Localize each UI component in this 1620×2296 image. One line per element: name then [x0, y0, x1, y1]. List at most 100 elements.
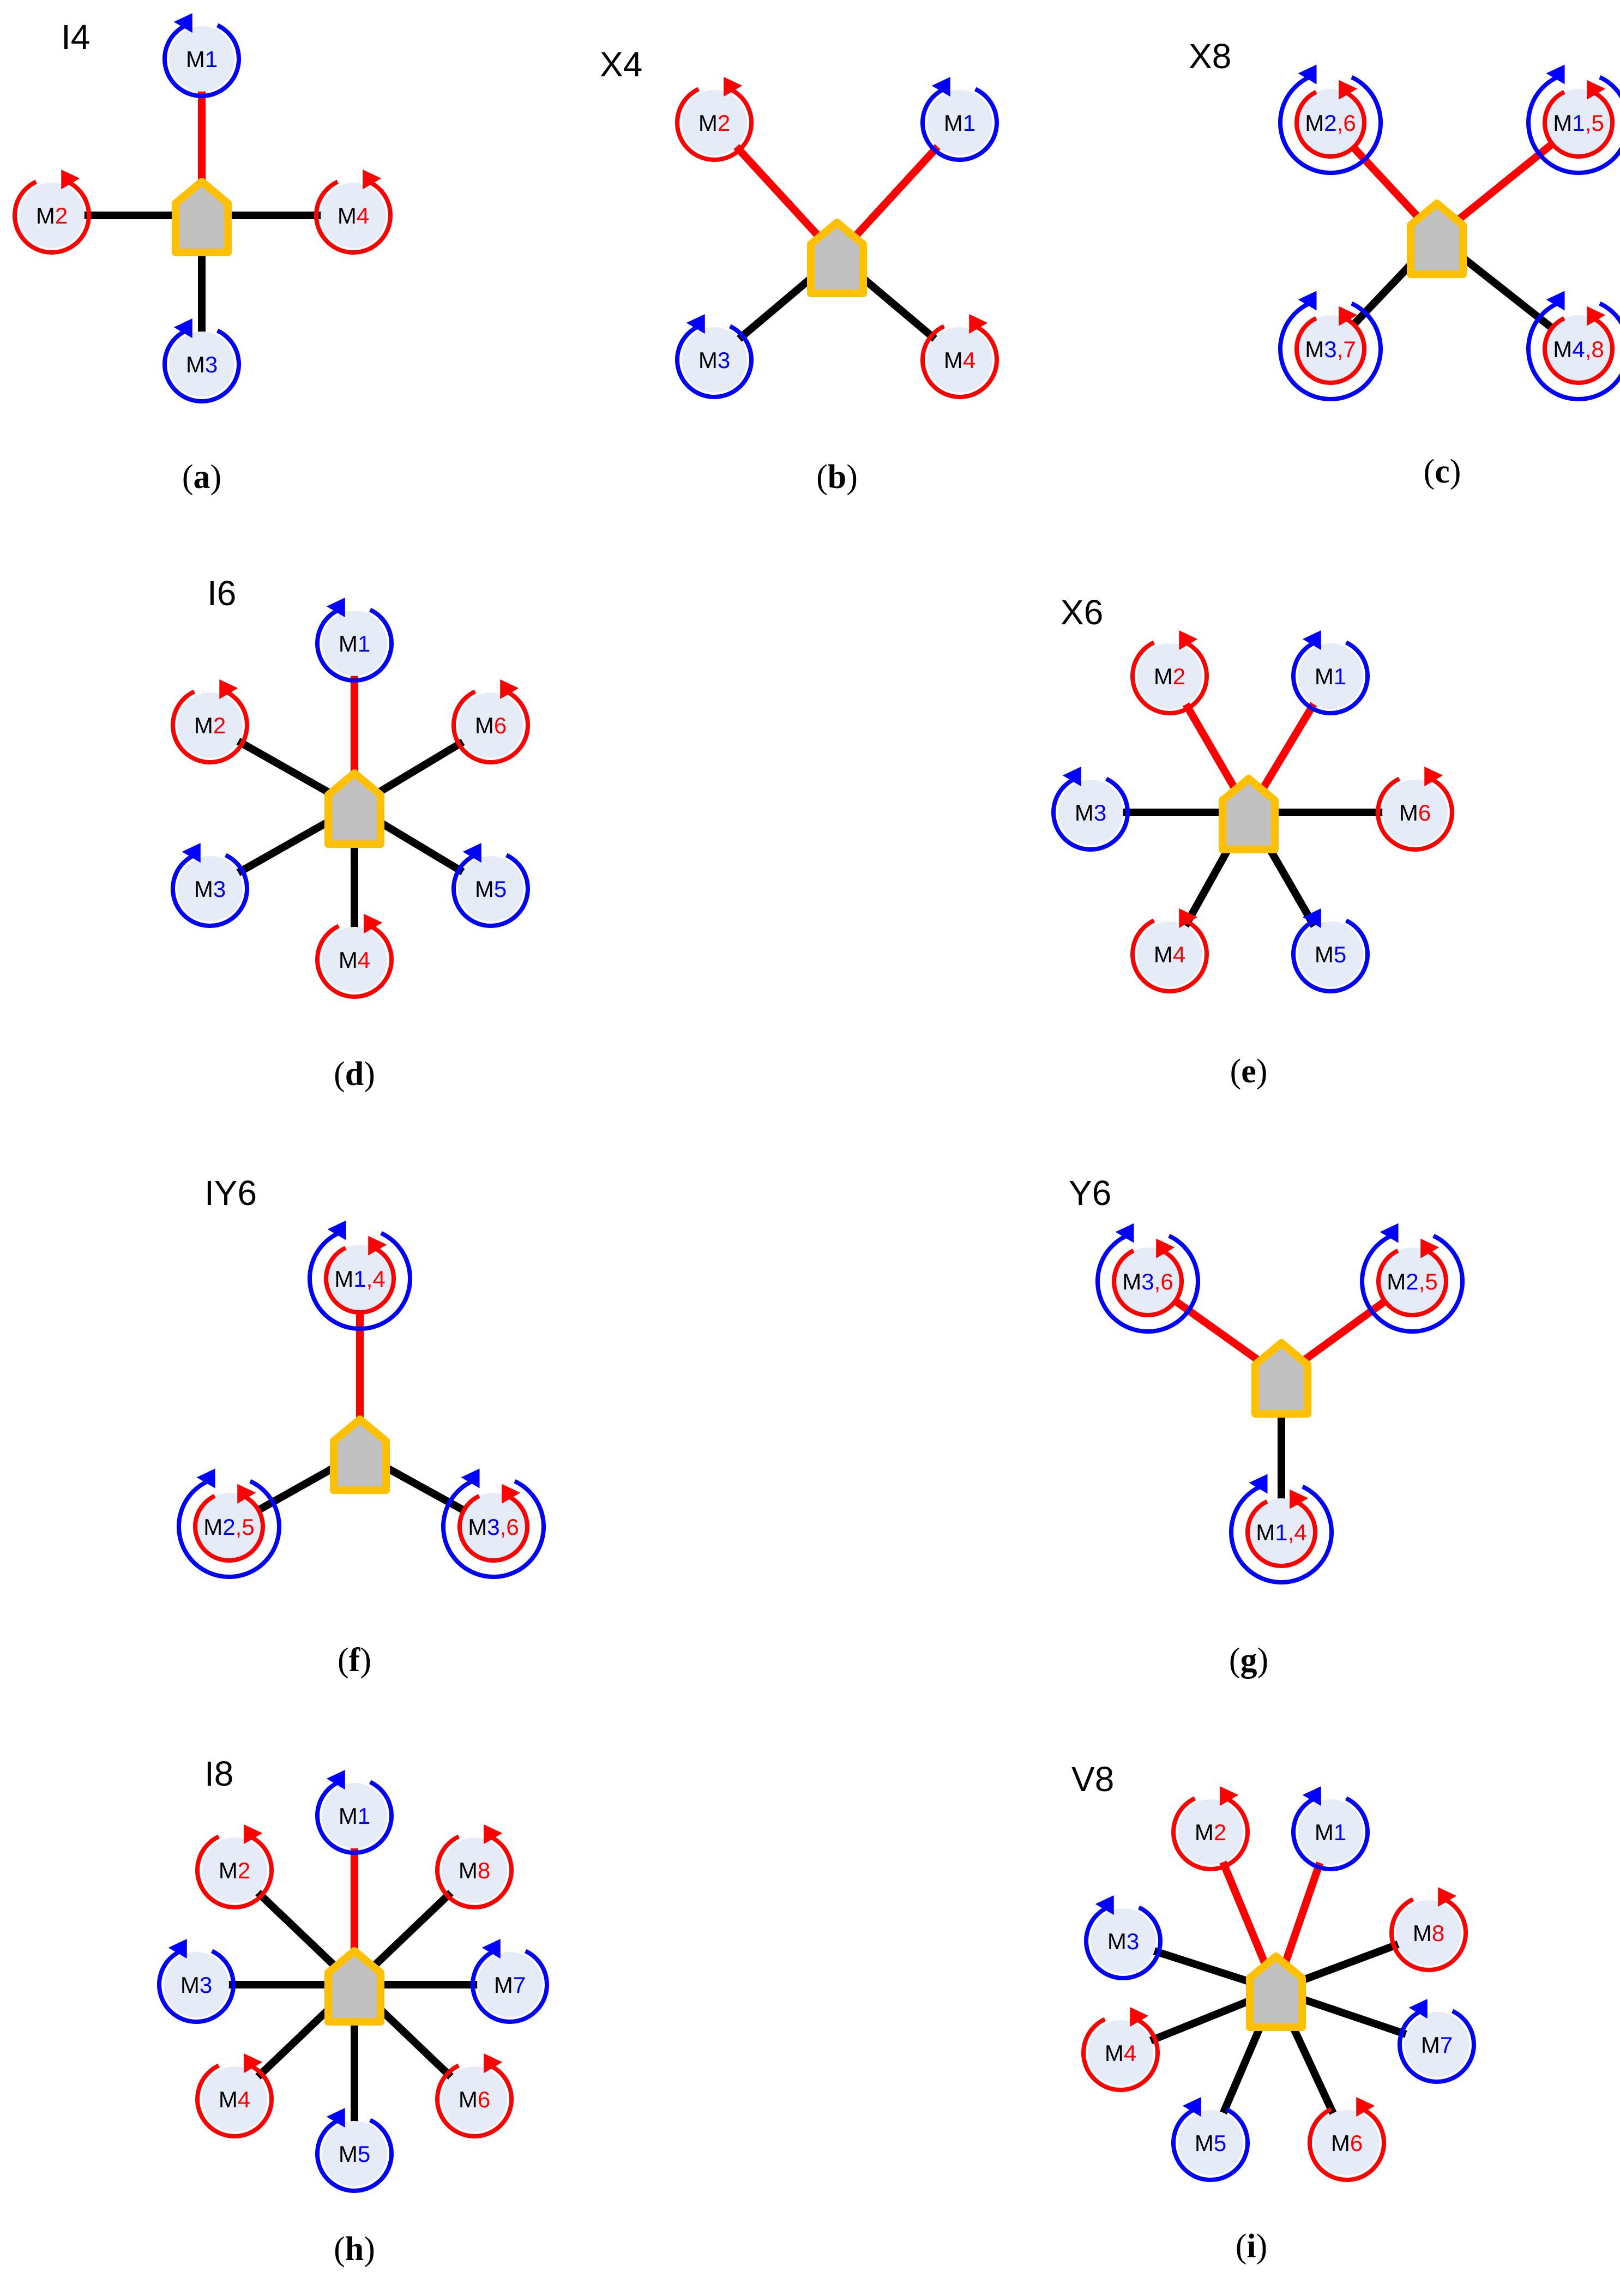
motor-disc — [322, 927, 387, 992]
airframe-body — [1251, 1339, 1311, 1418]
configuration-title: V8 — [1071, 1759, 1114, 1799]
motor-label: M1 — [1315, 1819, 1346, 1845]
cw-rotation-arc — [1081, 2016, 1160, 2092]
cw-rotation-arc-arrowhead — [1339, 80, 1358, 100]
panel-caption: (f) — [338, 1642, 371, 1679]
motor-label: M2,6 — [1305, 110, 1356, 136]
ccw-rotation-arc-arrowhead — [461, 1468, 480, 1489]
cw-rotation-arc-arrowhead — [724, 77, 743, 97]
cw-rotation-arc-arrowhead — [969, 314, 988, 334]
motor-m5: M5 — [1291, 908, 1370, 993]
motor-m5: M5 — [451, 843, 530, 928]
motor-disc — [19, 183, 85, 248]
motor-disc — [442, 2066, 507, 2132]
cw-rotation-arc-arrowhead — [1339, 306, 1358, 326]
motor-m4: M4 — [315, 914, 394, 999]
ccw-rotation-arc-arrowhead — [1115, 1223, 1134, 1243]
ccw-rotation-arc — [675, 323, 754, 399]
motor-disc — [1298, 643, 1363, 709]
motor-disc — [1114, 1248, 1182, 1315]
ccw-rotation-arc-arrowhead — [182, 843, 201, 863]
ccw-rotation-arc — [1291, 917, 1370, 993]
motor-label: M6 — [459, 2087, 490, 2112]
ccw-rotation-arc-arrowhead — [173, 13, 192, 33]
ccw-rotation-arc-arrowhead — [1249, 1474, 1268, 1494]
cw-rotation-arc-arrowhead — [484, 2053, 503, 2074]
cw-rotation-arc-arrowhead — [500, 679, 519, 700]
motor-m1: M1 — [1291, 630, 1370, 715]
motor-label: M7 — [494, 1972, 526, 1998]
motor-label: M4 — [339, 947, 370, 973]
cw-rotation-arc-arrowhead — [1179, 908, 1198, 929]
cw-rotation-arc-arrowhead — [368, 1236, 387, 1256]
motor-disc — [164, 1952, 229, 2017]
ccw-rotation-arc-arrowhead — [326, 2108, 345, 2128]
cw-rotation-arc-arrowhead — [1356, 2097, 1375, 2117]
cw-rotation-arc-arrowhead — [244, 1824, 263, 1845]
cw-rotation-arc-arrowhead — [61, 170, 80, 190]
motor-m3: M3 — [157, 1939, 236, 2024]
motor-label: M4 — [944, 347, 975, 373]
motor-label: M2 — [1195, 1819, 1226, 1845]
cw-rotation-arc-arrowhead — [1156, 1238, 1175, 1258]
cw-rotation-arc-arrowhead — [1290, 1489, 1309, 1509]
motor-m1: M1 — [315, 1770, 394, 1855]
ccw-rotation-arc — [1051, 775, 1130, 852]
ccw-rotation-arc — [471, 1948, 549, 2024]
motor-m2: M2 — [13, 170, 91, 255]
ccw-rotation-arc-arrowhead — [1298, 291, 1317, 311]
motor-m8: M8 — [1389, 1887, 1468, 1972]
cw-rotation-arc-arrowhead — [1424, 767, 1443, 787]
motor-m4: M4 — [195, 2053, 274, 2138]
motor-label: M2 — [194, 713, 226, 738]
cw-rotation-arc-arrowhead — [364, 914, 383, 934]
motor-label: M3,7 — [1305, 336, 1356, 362]
ccw-rotation-arc — [171, 852, 249, 928]
motor-label: M3 — [1107, 1929, 1139, 1954]
motor-label: M6 — [1399, 800, 1431, 825]
airframe-body — [807, 219, 867, 297]
motor-m2: M2,5 — [177, 1468, 281, 1579]
cw-rotation-arc-arrowhead — [1179, 630, 1198, 650]
panel-caption: (i) — [1236, 2228, 1268, 2265]
motor-label: M2,5 — [1387, 1269, 1437, 1294]
cw-rotation-arc-arrowhead — [237, 1484, 256, 1504]
motor-disc — [177, 692, 243, 758]
cw-rotation-arc-arrowhead — [1587, 306, 1606, 326]
motor-disc — [927, 327, 992, 393]
ccw-rotation-arc — [157, 1948, 236, 2024]
ccw-rotation-arc-arrowhead — [1298, 64, 1317, 85]
motor-disc — [1298, 921, 1363, 987]
ccw-rotation-arc — [1084, 1904, 1163, 1980]
motor-disc — [169, 332, 234, 397]
motor-m6: M6 — [435, 2053, 514, 2138]
ccw-rotation-arc — [1291, 1795, 1370, 1871]
cw-rotation-arc — [1389, 1896, 1468, 1972]
ccw-rotation-arc-arrowhead — [1546, 291, 1565, 311]
cw-rotation-arc — [1543, 88, 1615, 159]
motor-m3: M3 — [162, 318, 241, 403]
airframe-body — [172, 178, 232, 256]
cw-rotation-arc — [1294, 88, 1366, 159]
motor-disc — [1088, 2020, 1153, 2086]
ccw-rotation-arc-arrowhead — [1408, 1999, 1428, 2019]
motor-m1: M1,4 — [1229, 1474, 1334, 1584]
motor-disc — [442, 1837, 507, 1903]
motor-m1: M1 — [162, 13, 241, 98]
cw-rotation-arc-arrowhead — [1220, 1786, 1239, 1806]
cw-rotation-arc — [1171, 1795, 1250, 1871]
motor-disc — [1382, 780, 1448, 845]
motor-disc — [477, 1952, 543, 2017]
ccw-rotation-arc — [162, 22, 241, 98]
motor-disc — [1297, 89, 1364, 156]
motor-label: M5 — [339, 2141, 370, 2167]
motor-label: M4 — [1105, 2040, 1136, 2066]
ccw-rotation-arc — [1360, 1232, 1465, 1334]
cw-rotation-arc — [315, 923, 394, 999]
cw-rotation-arc — [314, 178, 393, 255]
motor-disc — [1137, 643, 1202, 709]
